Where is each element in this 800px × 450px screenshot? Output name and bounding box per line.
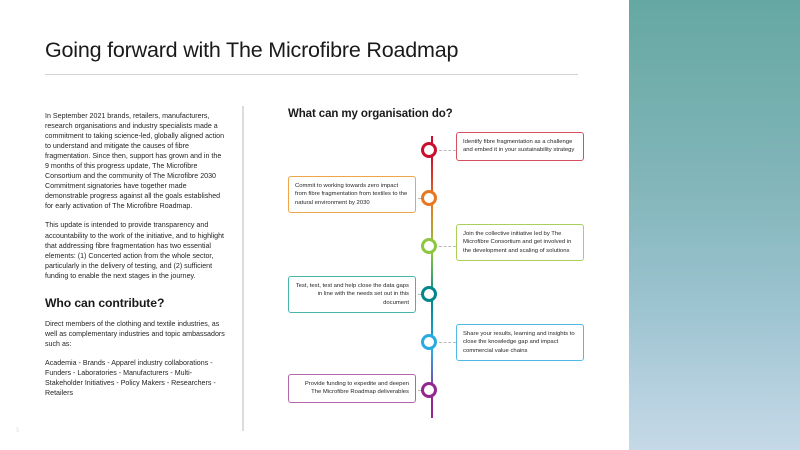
page-number: 5: [16, 428, 20, 434]
page-title: Going forward with The Microfibre Roadma…: [45, 38, 459, 62]
timeline-node-4: [421, 286, 437, 302]
timeline-node-6: [421, 382, 437, 398]
left-content-column: In September 2021 brands, retailers, man…: [45, 111, 227, 407]
timeline-connector-3: [439, 246, 456, 247]
title-divider-rule: [45, 74, 578, 75]
timeline-connector-5: [439, 342, 456, 343]
timeline-node-5: [421, 334, 437, 350]
timeline-node-2: [421, 190, 437, 206]
timeline-callout-5: Share your results, learning and insight…: [456, 324, 584, 362]
decorative-gradient-panel: [629, 0, 800, 450]
who-can-contribute-heading: Who can contribute?: [45, 295, 165, 310]
timeline-callout-4: Test, test, test and help close the data…: [288, 276, 416, 314]
organisation-actions-timeline: Identify fibre fragmentation as a challe…: [288, 128, 588, 418]
timeline-connector-1: [439, 150, 456, 151]
what-can-my-organisation-do-heading: What can my organisation do?: [288, 108, 453, 120]
timeline-node-3: [421, 238, 437, 254]
update-purpose-paragraph: This update is intended to provide trans…: [45, 221, 225, 280]
column-divider: [242, 106, 244, 431]
timeline-callout-6: Provide funding to expedite and deepen T…: [288, 374, 416, 403]
contributors-intro-paragraph: Direct members of the clothing and texti…: [45, 319, 225, 348]
timeline-spine: [431, 136, 434, 418]
intro-paragraph: In September 2021 brands, retailers, man…: [45, 112, 225, 211]
timeline-node-1: [421, 142, 437, 158]
timeline-callout-3: Join the collective initiative led by Th…: [456, 224, 584, 262]
timeline-callout-1: Identify fibre fragmentation as a challe…: [456, 132, 584, 161]
contributors-list-paragraph: Academia - Brands - Apparel industry col…: [45, 358, 216, 398]
timeline-callout-2: Commit to working towards zero impact fr…: [288, 176, 416, 214]
